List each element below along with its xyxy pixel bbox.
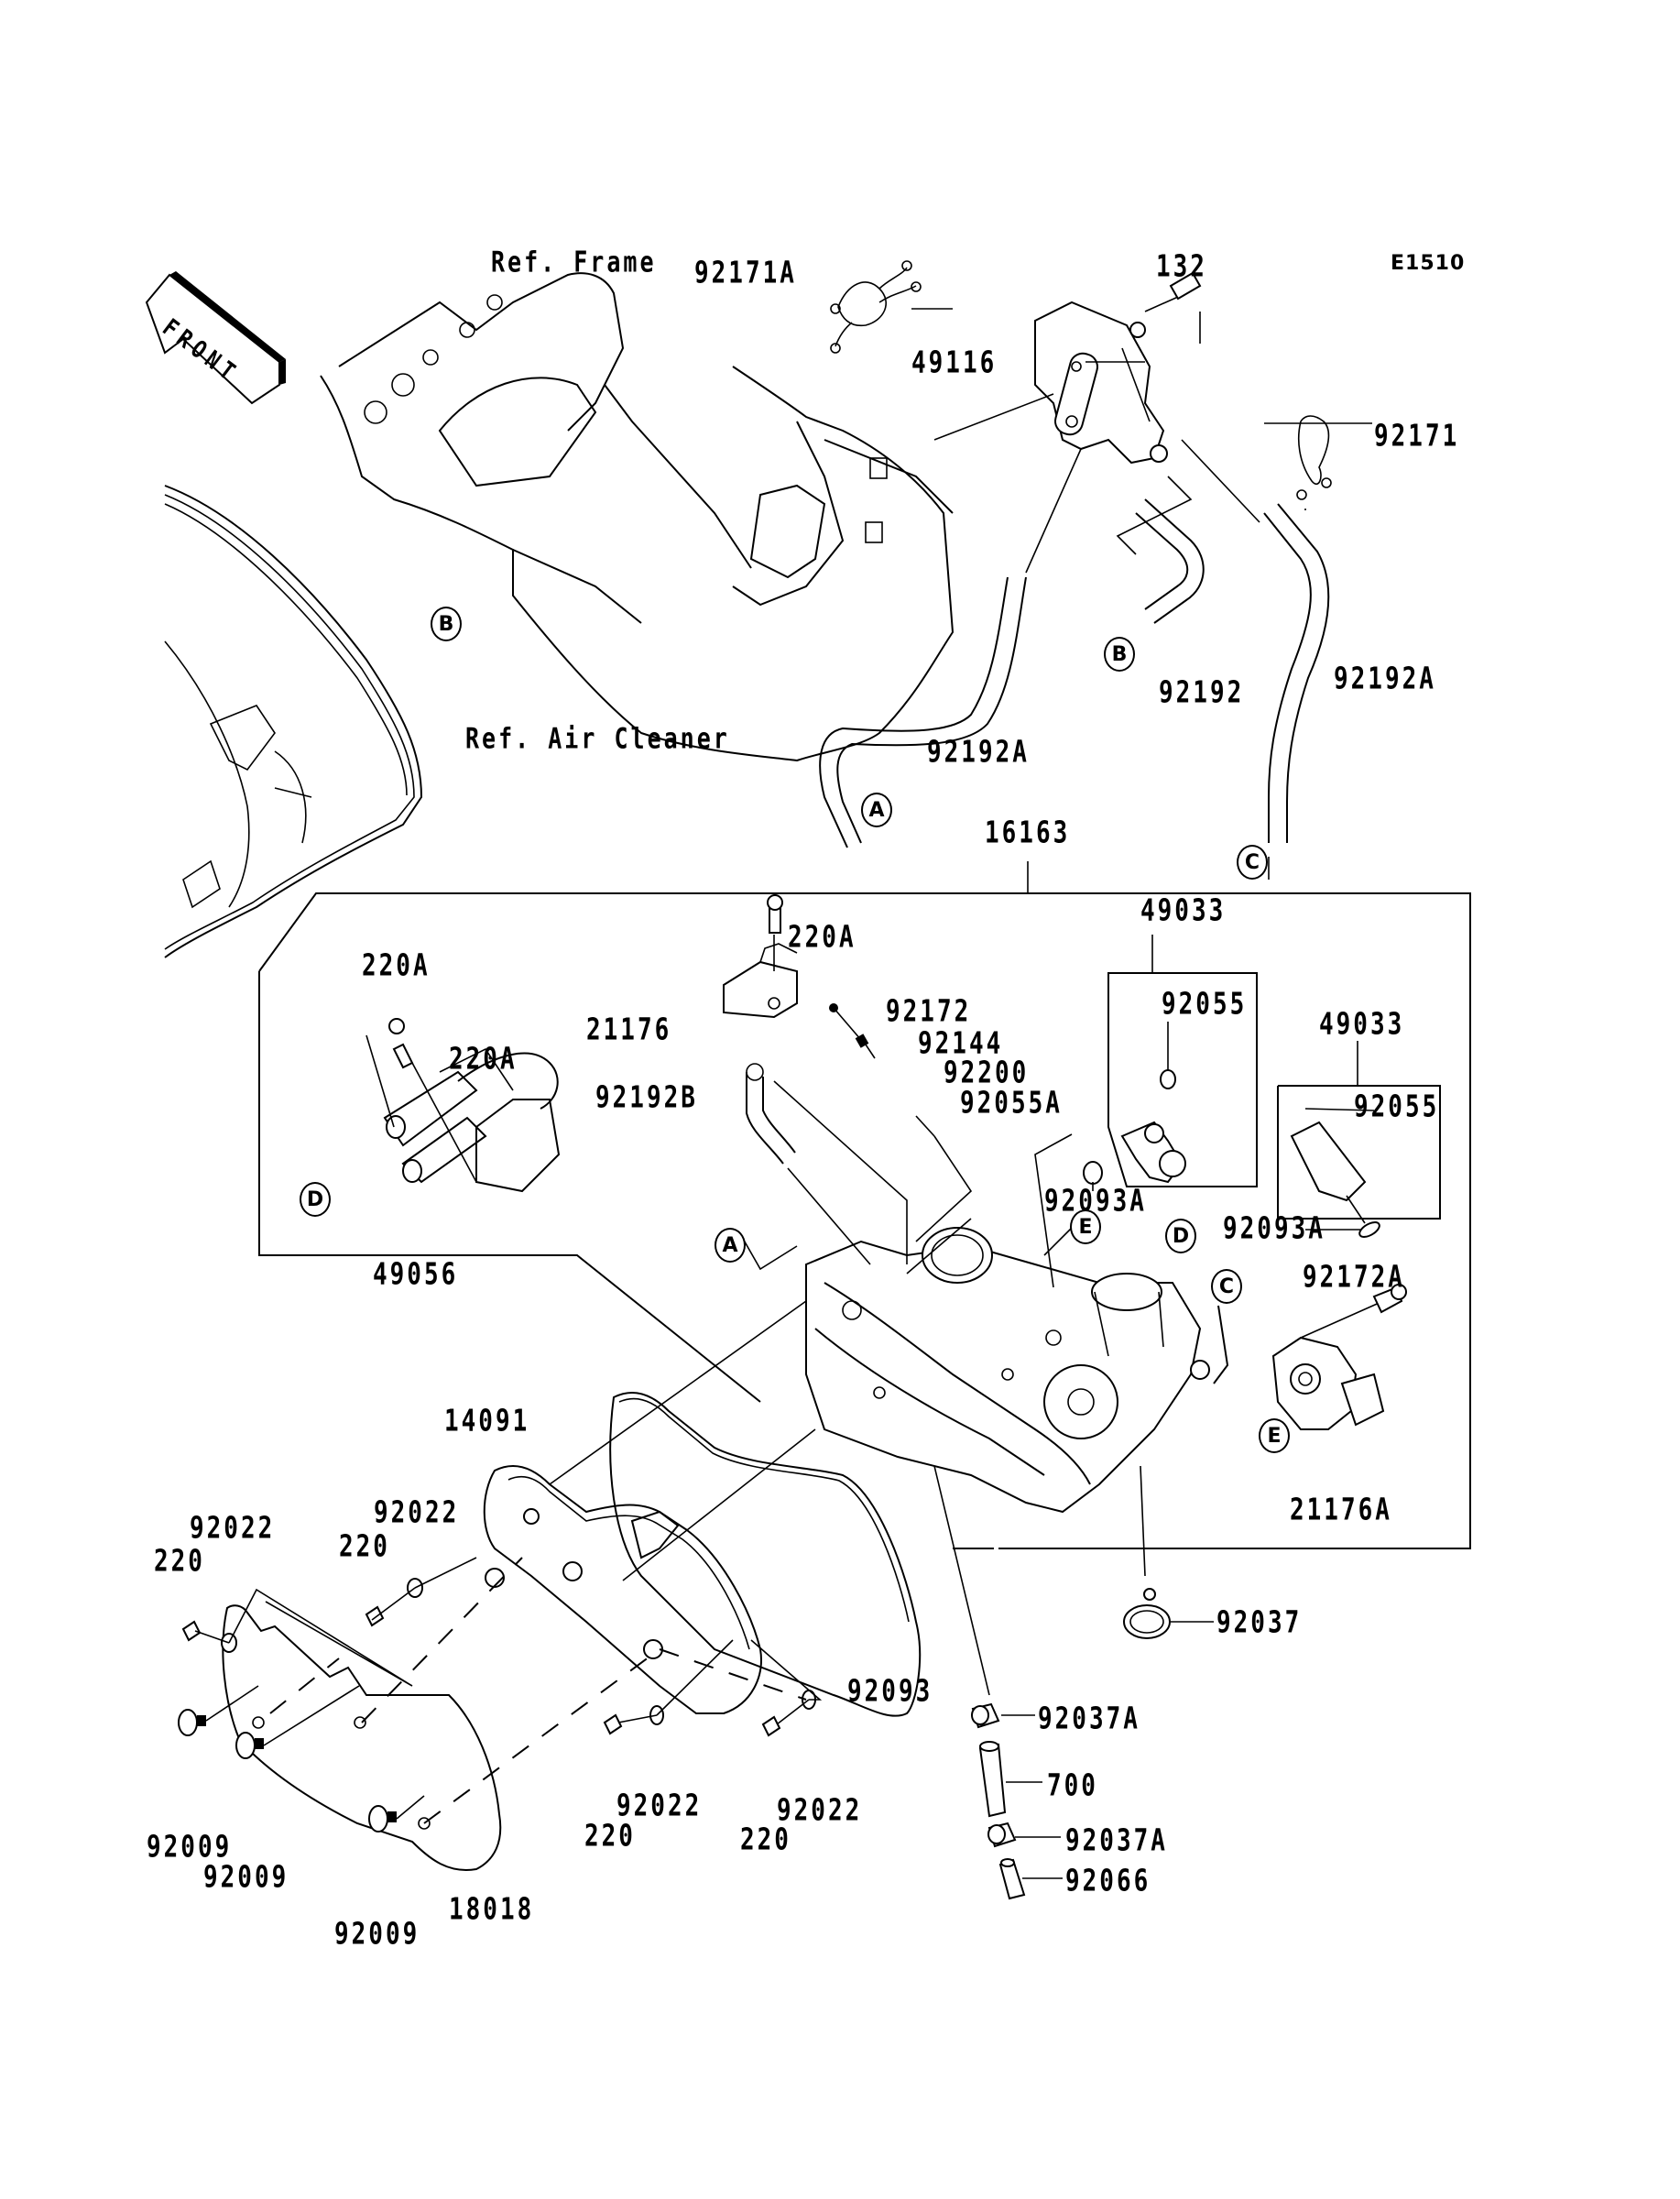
part-92171A[interactable]: 92171A bbox=[694, 256, 797, 290]
part-700[interactable]: 700 bbox=[1047, 1768, 1098, 1803]
part-92093A-a[interactable]: 92093A bbox=[1044, 1184, 1147, 1219]
hose-clamp-92037-drawing bbox=[1123, 1588, 1171, 1639]
part-18018[interactable]: 18018 bbox=[449, 1892, 535, 1927]
sensor-21176-drawing bbox=[723, 894, 798, 1019]
part-92037[interactable]: 92037 bbox=[1216, 1605, 1303, 1640]
part-92009-b[interactable]: 92009 bbox=[203, 1860, 289, 1895]
connector-c-throttle[interactable]: C bbox=[1211, 1269, 1242, 1304]
part-92022-c[interactable]: 92022 bbox=[616, 1789, 703, 1823]
throttle-body-drawing bbox=[741, 1218, 1229, 1514]
leader-lines-top bbox=[933, 393, 1270, 880]
part-220-a[interactable]: 220 bbox=[154, 1544, 205, 1579]
frame-drawing bbox=[320, 272, 955, 762]
part-92171[interactable]: 92171 bbox=[1374, 419, 1460, 454]
hose-92192A-right-drawing bbox=[1263, 503, 1330, 843]
assembly-16163-outline bbox=[258, 861, 1471, 1549]
connector-b-air-cleaner[interactable]: B bbox=[431, 607, 462, 641]
box-49033-a bbox=[1107, 935, 1258, 1187]
hose-92192B-drawing bbox=[746, 1063, 908, 1265]
part-92055A[interactable]: 92055A bbox=[960, 1086, 1063, 1121]
part-49033-a[interactable]: 49033 bbox=[1140, 893, 1227, 928]
clamp-92037A-b-drawing bbox=[987, 1822, 1017, 1848]
part-49033-b[interactable]: 49033 bbox=[1319, 1007, 1405, 1042]
part-14091[interactable]: 14091 bbox=[444, 1404, 530, 1439]
washer-92093A-drawing bbox=[1034, 1133, 1103, 1288]
clip-92171A-drawing bbox=[830, 260, 922, 354]
clip-92171-drawing bbox=[1296, 415, 1332, 500]
part-92009-c[interactable]: 92009 bbox=[334, 1917, 420, 1952]
cover-18018-drawing bbox=[222, 1604, 502, 1871]
part-92192B[interactable]: 92192B bbox=[595, 1080, 698, 1115]
hose-92192-drawing bbox=[1135, 498, 1205, 624]
part-220A-mid[interactable]: 220A bbox=[449, 1042, 518, 1077]
part-92037A-b[interactable]: 92037A bbox=[1065, 1823, 1168, 1858]
part-21176[interactable]: 21176 bbox=[586, 1012, 672, 1047]
tube-700-drawing bbox=[978, 1741, 1007, 1818]
leader-lines-bottom bbox=[194, 1300, 1146, 1824]
valve-49116-drawing bbox=[1034, 271, 1202, 465]
connector-d-valve[interactable]: D bbox=[300, 1182, 331, 1217]
sensor-21176A-drawing bbox=[1271, 1284, 1407, 1430]
part-92093A-b[interactable]: 92093A bbox=[1223, 1211, 1325, 1246]
part-92172[interactable]: 92172 bbox=[886, 994, 972, 1029]
valve-49056-drawing bbox=[365, 1018, 561, 1193]
plug-92066-drawing bbox=[998, 1858, 1026, 1900]
part-92192A-left[interactable]: 92192A bbox=[927, 735, 1030, 770]
air-cleaner-drawing bbox=[164, 485, 423, 958]
diagram-code: E1510 bbox=[1391, 252, 1466, 275]
hose-92192A-left-drawing bbox=[819, 576, 1027, 848]
injector-parts-small bbox=[829, 1003, 973, 1242]
clamp-92037A-a-drawing bbox=[971, 1702, 1000, 1729]
part-49056[interactable]: 49056 bbox=[373, 1257, 459, 1292]
part-92200[interactable]: 92200 bbox=[944, 1056, 1030, 1090]
part-132[interactable]: 132 bbox=[1156, 249, 1207, 284]
part-92022-a[interactable]: 92022 bbox=[190, 1511, 276, 1546]
part-92093[interactable]: 92093 bbox=[847, 1674, 933, 1709]
lower-leaders bbox=[911, 308, 1372, 1879]
connector-e-sensor[interactable]: E bbox=[1259, 1418, 1290, 1453]
part-220-c[interactable]: 220 bbox=[584, 1819, 636, 1854]
connector-e-throttle[interactable]: E bbox=[1070, 1209, 1101, 1244]
part-220-b[interactable]: 220 bbox=[339, 1529, 390, 1564]
part-92192A-right[interactable]: 92192A bbox=[1334, 662, 1436, 696]
connector-b-hose[interactable]: B bbox=[1104, 637, 1135, 672]
part-92172A[interactable]: 92172A bbox=[1303, 1260, 1405, 1295]
box-49033-b bbox=[1277, 1041, 1441, 1238]
part-220A-top[interactable]: 220A bbox=[788, 920, 856, 955]
part-92192[interactable]: 92192 bbox=[1159, 675, 1245, 710]
part-49116[interactable]: 49116 bbox=[911, 345, 998, 380]
fasteners-drawing bbox=[178, 1578, 816, 1832]
part-220A-left[interactable]: 220A bbox=[362, 948, 431, 983]
part-92055-a[interactable]: 92055 bbox=[1162, 987, 1248, 1022]
ref-air-cleaner-label: Ref. Air Cleaner bbox=[465, 721, 730, 755]
part-92055-b[interactable]: 92055 bbox=[1354, 1089, 1440, 1124]
front-arrow-icon bbox=[145, 271, 286, 405]
part-21176A[interactable]: 21176A bbox=[1290, 1493, 1392, 1527]
part-92066[interactable]: 92066 bbox=[1065, 1864, 1151, 1898]
part-92009-a[interactable]: 92009 bbox=[147, 1830, 233, 1865]
part-220-d[interactable]: 220 bbox=[740, 1822, 791, 1857]
cover-14091-drawing bbox=[483, 1465, 762, 1714]
part-92144[interactable]: 92144 bbox=[918, 1026, 1004, 1061]
part-92022-d[interactable]: 92022 bbox=[777, 1793, 863, 1828]
part-16163[interactable]: 16163 bbox=[985, 815, 1071, 850]
ref-frame-label: Ref. Frame bbox=[491, 245, 657, 279]
connector-d-throttle[interactable]: D bbox=[1165, 1219, 1196, 1253]
connector-a-hose[interactable]: A bbox=[861, 793, 892, 827]
belt-92093-drawing bbox=[609, 1392, 922, 1717]
connector-a-throttle[interactable]: A bbox=[715, 1228, 746, 1263]
part-92022-b[interactable]: 92022 bbox=[374, 1495, 460, 1530]
part-92037A-a[interactable]: 92037A bbox=[1038, 1701, 1140, 1736]
connector-c-hose[interactable]: C bbox=[1237, 845, 1268, 880]
